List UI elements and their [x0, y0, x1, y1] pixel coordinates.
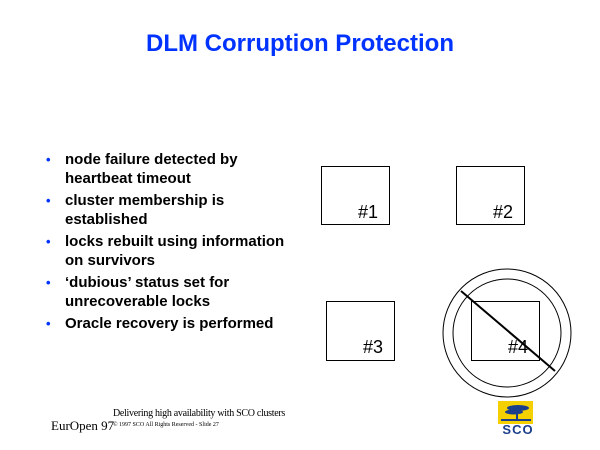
node-3: #3: [326, 301, 395, 361]
logo-text: SCO: [502, 422, 534, 437]
bullet-text: cluster membership is established: [65, 192, 225, 228]
bullet-item: • Oracle recovery is performed: [46, 315, 305, 334]
footer-event: EurOpen 97: [51, 418, 115, 433]
sco-logo: SCO: [494, 400, 544, 437]
strike-line: [460, 290, 556, 372]
bullet-icon: •: [46, 316, 51, 331]
node-2: #2: [456, 166, 525, 225]
slide-title: DLM Corruption Protection: [146, 30, 454, 57]
footer-copyright: © 1997 SCO All Rights Reserved - Slide 2…: [113, 422, 219, 428]
bullet-item: • ‘dubious’ status set for unrecoverable …: [46, 274, 305, 311]
bullet-item: • locks rebuilt using information on surv…: [46, 233, 305, 270]
bullet-text: Oracle recovery is performed: [65, 315, 274, 332]
tree-icon: [498, 401, 533, 424]
bullet-icon: •: [46, 152, 51, 167]
node-1: #1: [321, 166, 390, 225]
bullet-text: locks rebuilt using information on survi…: [65, 233, 285, 269]
node-label: #4: [508, 337, 528, 357]
footer-tagline: Delivering high availability with SCO cl…: [113, 408, 286, 419]
node-4-failed: #4: [442, 268, 572, 398]
inner-ring: [452, 278, 562, 388]
bullet-text: ‘dubious’ status set for unrecoverable l…: [65, 274, 230, 310]
bullet-icon: •: [46, 193, 51, 208]
bullet-text: node failure detected by heartbeat timeo…: [65, 151, 238, 187]
bullet-icon: •: [46, 234, 51, 249]
outer-ring: [442, 268, 572, 398]
bullet-list: • node failure detected by heartbeat time…: [46, 151, 305, 338]
node-label: #3: [363, 337, 383, 357]
node-label: #1: [358, 202, 378, 222]
bullet-item: • cluster membership is established: [46, 192, 305, 229]
bullet-icon: •: [46, 275, 51, 290]
bullet-item: • node failure detected by heartbeat time…: [46, 151, 305, 188]
node-label: #2: [493, 202, 513, 222]
